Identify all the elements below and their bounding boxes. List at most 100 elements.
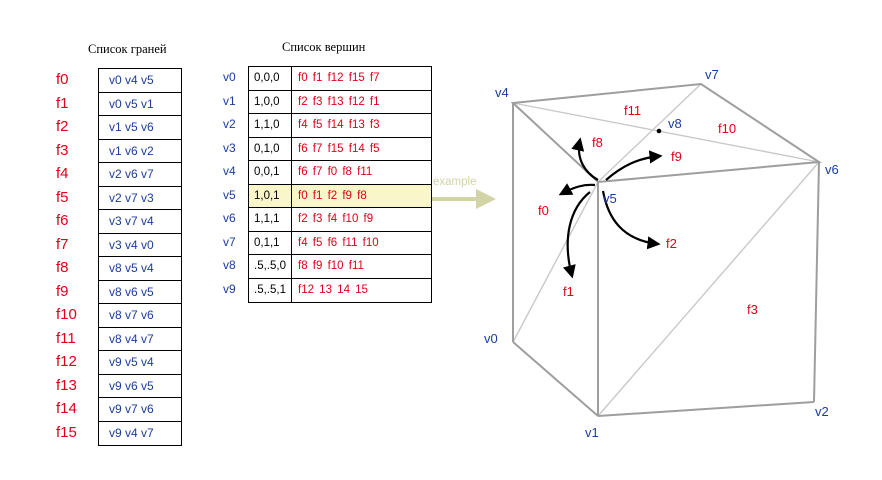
face-id-label: f4 <box>56 165 69 182</box>
vertex-row: .5,.5,0 f8 f9 f10 f11 <box>249 255 431 279</box>
arrow-f9 <box>605 150 663 181</box>
vertex-face-list: f6 f7 f0 f8 f11 <box>298 166 373 178</box>
cube-vertex-v0-label: v0 <box>484 331 498 346</box>
face-id-label: f2 <box>56 118 69 135</box>
cube-edges <box>510 82 822 417</box>
vertex-id-label: v6 <box>223 211 236 225</box>
v8-point <box>656 128 662 134</box>
face-id-label: f11 <box>56 329 76 347</box>
cube-vertex-v2-label: v2 <box>815 404 829 419</box>
face-id-label: f1 <box>56 94 69 112</box>
cube-vertex-v5-label: v5 <box>603 191 617 206</box>
vertex-id-label: v7 <box>223 234 236 249</box>
face-id-label: f8 <box>56 259 69 276</box>
face-id-column: f0 f1 f2 f3 f4 f5 f6 f7 f8 f9 f10 f11 f12 f13 f14 f15 <box>56 68 77 444</box>
vertex-id-label: v1 <box>223 93 236 108</box>
vertex-coordinate: .5,.5,1 <box>249 278 292 302</box>
arrow-f0 <box>558 183 596 196</box>
face-id-label: f7 <box>56 235 69 253</box>
vertex-coordinate: 1,1,0 <box>249 114 292 137</box>
vertex-coordinate: 1,0,1 <box>249 184 292 207</box>
faces-list-title: Список граней <box>88 42 167 56</box>
cube-face-f1-label: f1 <box>563 284 574 299</box>
vertex-id-label: v4 <box>223 164 236 178</box>
face-row: v0 v5 v1 <box>99 93 181 116</box>
face-id-label: f13 <box>56 376 77 394</box>
vertex-coordinate: .5,.5,0 <box>249 255 292 278</box>
face-row: v9 v7 v6 <box>99 398 181 422</box>
vertex-face-list: f12 13 14 15 <box>298 283 368 296</box>
vertex-row: 0,1,0 f6 f7 f15 f14 f5 <box>249 137 431 161</box>
face-id-label: f5 <box>56 188 69 206</box>
vertex-id-label: v9 <box>223 281 236 296</box>
face-row: v3 v4 v0 <box>99 234 181 257</box>
example-arrow <box>432 189 496 209</box>
vertex-row: 0,1,1 f4 f5 f6 f11 f10 <box>249 231 431 255</box>
cube-face-f9-label: f9 <box>671 149 682 164</box>
vertices-list-title: Список вершин <box>282 40 366 54</box>
arrow-f2 <box>601 190 661 250</box>
vertex-face-list: f2 f3 f13 f12 f1 <box>298 95 380 108</box>
vertex-coordinate: 0,1,0 <box>249 137 292 160</box>
face-row: v2 v7 v3 <box>99 187 181 210</box>
face-row: v8 v6 v5 <box>99 281 181 304</box>
vertex-face-list: f0 f1 f12 f15 f7 <box>298 72 380 84</box>
face-row: v2 v6 v7 <box>99 163 181 187</box>
vertex-id-label: v8 <box>223 258 236 272</box>
face-arrows <box>558 137 663 279</box>
vertex-id-label: v3 <box>223 140 236 155</box>
vertex-face-list: f8 f9 f10 f11 <box>298 260 364 272</box>
face-row: v8 v7 v6 <box>99 304 181 328</box>
cube-vertex-v7-label: v7 <box>705 67 719 82</box>
arrow-f8 <box>571 137 599 181</box>
face-id-label: f0 <box>56 71 69 88</box>
arrow-f1 <box>562 191 591 279</box>
face-row: v3 v7 v4 <box>99 210 181 234</box>
vertex-row: 1,1,0 f4 f5 f14 f13 f3 <box>249 114 431 138</box>
vertices-table: 0,0,0 f0 f1 f12 f15 f7 1,0,0 f2 f3 f13 f12 … <box>248 66 432 303</box>
face-row: v0 v4 v5 <box>99 69 181 93</box>
vertex-row-highlighted: 1,0,1 f0 f1 f2 f9 f8 <box>249 184 431 208</box>
cube-face-f10-label: f10 <box>718 121 737 136</box>
face-row: v1 v5 v6 <box>99 116 181 140</box>
vertex-face-list: f0 f1 f2 f9 f8 <box>298 189 367 202</box>
face-id-label: f12 <box>56 353 77 370</box>
cube-face-f0-label: f0 <box>538 203 549 218</box>
vertex-face-list: f4 f5 f6 f11 f10 <box>298 236 379 249</box>
triangulation-lines <box>512 83 820 417</box>
face-id-label: f14 <box>56 400 77 417</box>
vertex-coordinate: 0,0,0 <box>249 67 292 90</box>
face-row: v1 v6 v2 <box>99 140 181 163</box>
face-id-label: f10 <box>56 306 77 323</box>
vertex-id-label: v0 <box>223 70 236 84</box>
vertex-face-list: f6 f7 f15 f14 f5 <box>298 142 380 155</box>
face-row: v8 v5 v4 <box>99 257 181 281</box>
vertex-coordinate: 1,0,0 <box>249 90 292 113</box>
vertex-coordinate: 1,1,1 <box>249 208 292 231</box>
face-id-label: f6 <box>56 212 69 229</box>
face-row: v9 v4 v7 <box>109 425 154 440</box>
face-id-label: f9 <box>56 282 69 300</box>
vertex-face-list: f4 f5 f14 f13 f3 <box>298 119 380 131</box>
face-id-label: f15 <box>56 423 77 441</box>
vertex-row: 0,0,0 f0 f1 f12 f15 f7 <box>249 67 431 91</box>
vertex-row: 1,0,0 f2 f3 f13 f12 f1 <box>249 90 431 114</box>
cube-vertex-v6-label: v6 <box>825 162 839 177</box>
cube-face-f11-label: f11 <box>624 103 642 118</box>
cube-vertex-v8-label: v8 <box>668 116 682 131</box>
face-row: v8 v4 v7 <box>99 328 181 351</box>
face-row: v9 v5 v4 <box>99 351 181 375</box>
cube-face-f8-label: f8 <box>592 135 603 150</box>
face-id-label: f3 <box>56 141 69 159</box>
cube-vertex-v4-label: v4 <box>495 85 509 100</box>
vertex-id-label: v5 <box>223 187 236 202</box>
example-label: example <box>433 176 477 188</box>
cube-face-f3-label: f3 <box>747 302 758 317</box>
face-row: v9 v6 v5 <box>99 375 181 398</box>
vertex-row: .5,.5,1 f12 13 14 15 <box>249 278 431 302</box>
vertex-coordinate: 0,1,1 <box>249 231 292 254</box>
